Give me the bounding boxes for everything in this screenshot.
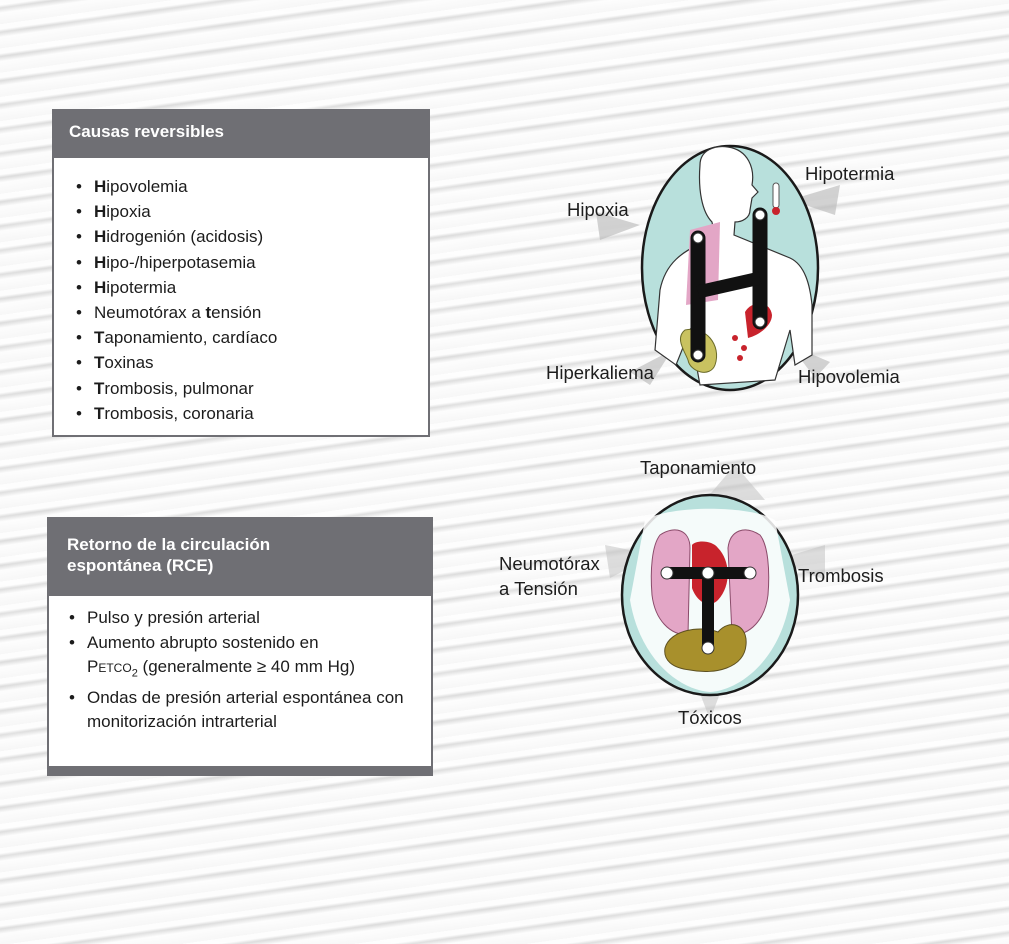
right-lung-icon xyxy=(727,529,770,636)
list-item: •Pulso y presión arterial xyxy=(69,608,260,627)
list-item: •Trombosis, pulmonar xyxy=(76,378,254,398)
blood-drop-icon xyxy=(741,345,747,351)
blood-drop-icon xyxy=(732,335,738,341)
causas-title: Causas reversibles xyxy=(54,111,428,158)
list-item: •Hipo-/hiperpotasemia xyxy=(76,252,256,272)
joint-icon xyxy=(701,566,715,580)
joint-icon xyxy=(701,641,715,655)
list-item: •Trombosis, coronaria xyxy=(76,403,254,423)
ray-icon xyxy=(775,545,825,580)
blood-drop-icon xyxy=(737,355,743,361)
rce-box: Retorno de la circulación espontánea (RC… xyxy=(47,517,433,776)
rce-title-line2: espontánea (RCE) xyxy=(67,556,214,575)
h-crossbar xyxy=(696,271,762,299)
label-hipotermia: Hipotermia xyxy=(805,163,895,184)
label-neumotorax-line1: Neumotórax xyxy=(499,553,600,574)
causas-reversibles-box: Causas reversibles •Hipovolemia•Hipoxia•… xyxy=(52,109,430,437)
list-item: •Neumotórax a tensión xyxy=(76,303,262,323)
list-item: •Hidrogenión (acidosis) xyxy=(76,227,264,247)
joint-icon xyxy=(754,209,766,221)
label-taponamiento: Taponamiento xyxy=(640,457,757,478)
list-item: •Toxinas xyxy=(76,353,154,373)
ray-icon xyxy=(705,465,765,500)
joint-icon xyxy=(660,566,674,580)
rce-list: •Pulso y presión arterial •Aumento abrup… xyxy=(49,596,431,735)
list-item: •Ondas de presión arterial espontánea co… xyxy=(69,687,404,732)
joint-icon xyxy=(754,316,766,328)
thermometer-icon xyxy=(772,182,780,209)
label-neumotorax-line2: a Tensión xyxy=(499,578,578,599)
joint-icon xyxy=(692,232,704,244)
joint-icon xyxy=(743,566,757,580)
rce-title-line1: Retorno de la circulación xyxy=(67,535,271,554)
label-toxicos: Tóxicos xyxy=(678,707,742,728)
joint-icon xyxy=(692,349,704,361)
label-hipovolemia: Hipovolemia xyxy=(798,366,900,387)
ray-icon xyxy=(790,185,840,215)
causas-list: •Hipovolemia •Hipoxia •Hidrogenión (acidos… xyxy=(54,158,428,426)
label-trombosis: Trombosis xyxy=(798,565,884,586)
rce-title: Retorno de la circulación espontánea (RC… xyxy=(49,519,431,596)
thermometer-bulb-icon xyxy=(772,207,780,215)
list-item: •Hipotermia xyxy=(76,277,177,297)
label-hipoxia: Hipoxia xyxy=(567,199,629,220)
left-lung-icon xyxy=(650,529,691,636)
label-hiperkaliema: Hiperkaliema xyxy=(546,362,654,383)
list-item: •Hipovolemia xyxy=(76,177,188,196)
ray-icon xyxy=(596,212,640,240)
list-item: •Hipoxia xyxy=(76,202,151,222)
ray-icon xyxy=(630,350,672,385)
list-item: •Taponamiento, cardíaco xyxy=(76,328,278,348)
